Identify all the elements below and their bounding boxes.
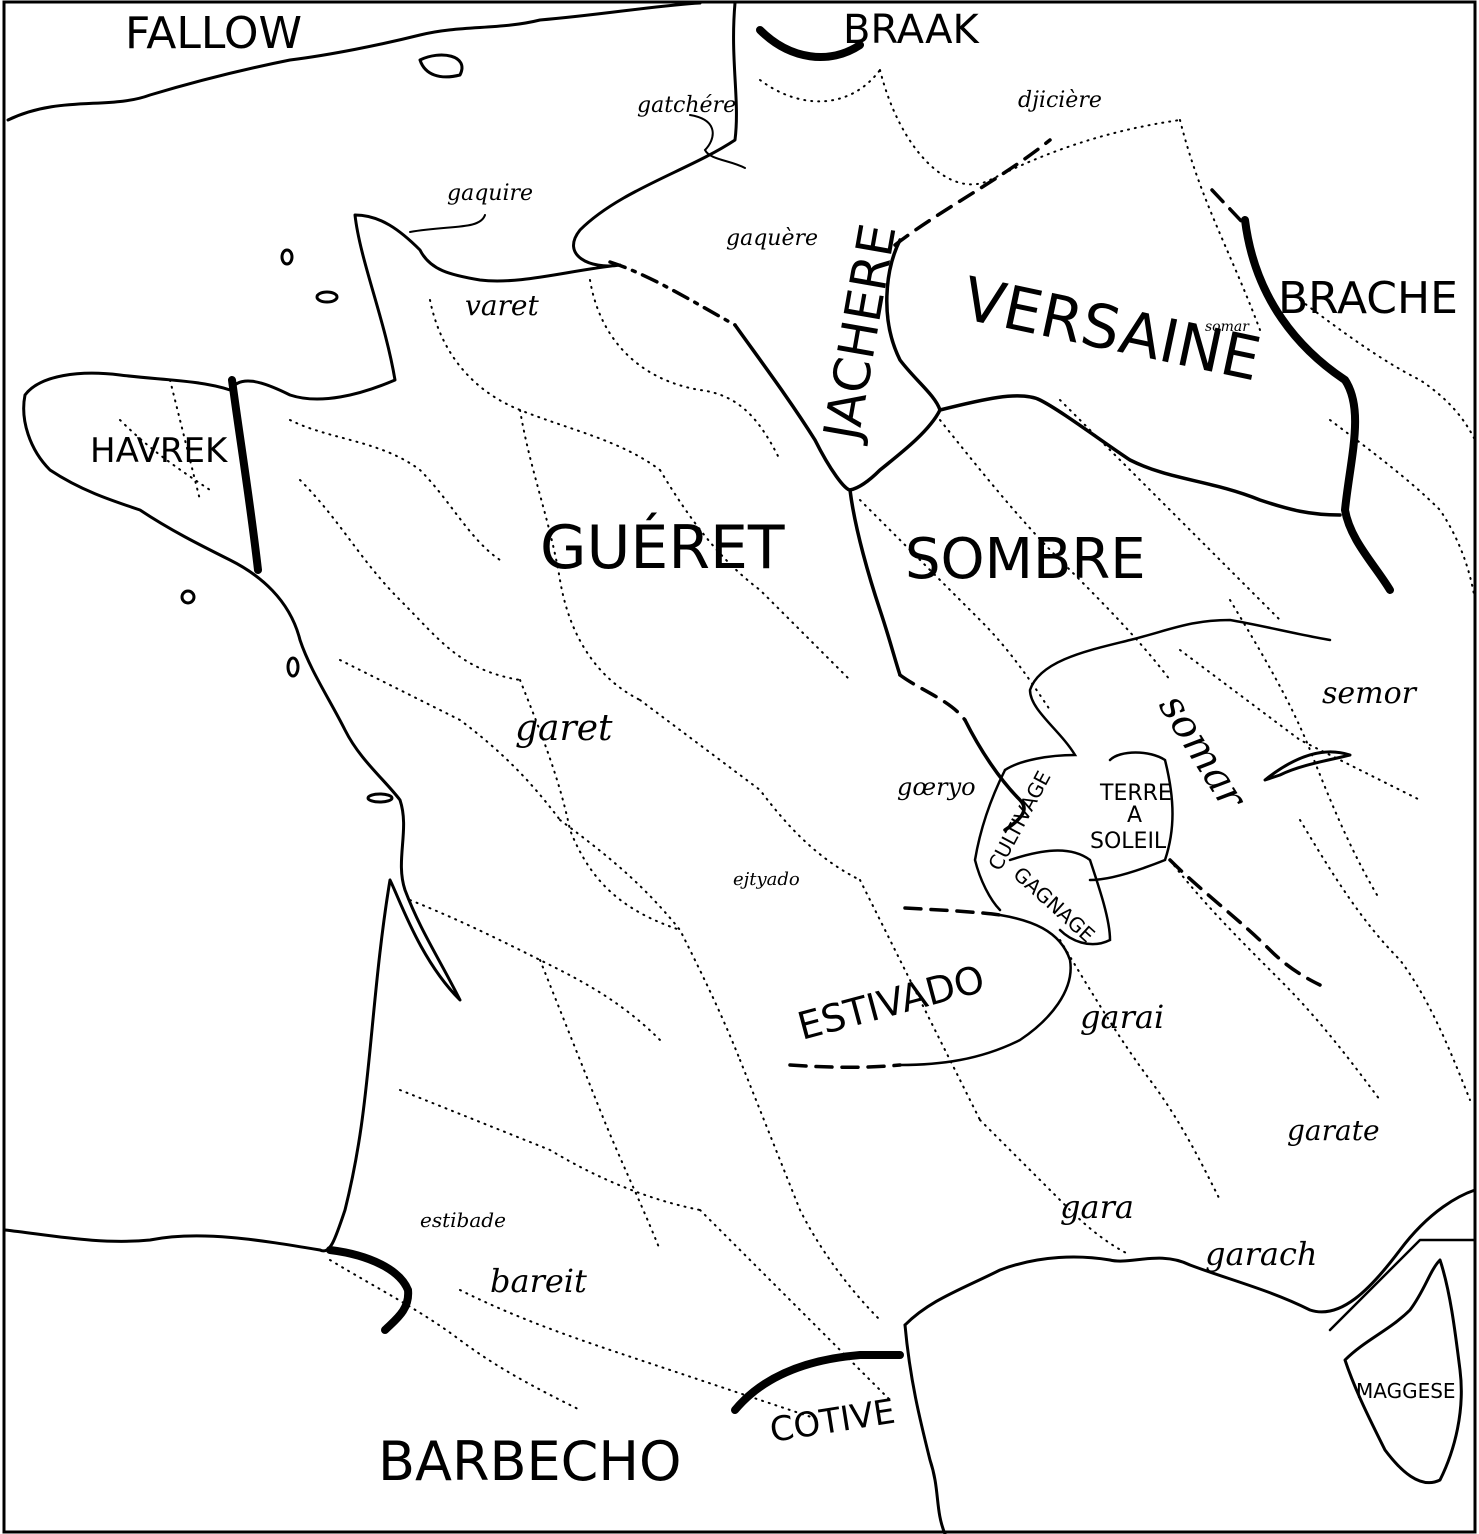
island-jersey [315, 290, 339, 304]
gagnage-inner-boundary [1008, 849, 1112, 946]
mediterranean-coastline [903, 1188, 1477, 1327]
britain-coastline [6, 1, 702, 122]
label-garate: garate [1287, 1114, 1380, 1147]
brache-boundary [1241, 216, 1394, 594]
pyrenees-border [903, 1323, 947, 1534]
label-sombre: SOMBRE [905, 527, 1146, 592]
label-djiciere: djicière [1018, 88, 1102, 113]
label-fallow: FALLOW [125, 8, 302, 59]
label-goeryo: gœryo [897, 773, 976, 801]
gagnage-boundary [898, 913, 1072, 1067]
gaquire-arrow [409, 214, 486, 233]
estivado-north-dashed [903, 906, 1002, 917]
versaine-sombre-boundary [938, 394, 1342, 517]
label-bareit: bareit [490, 1262, 587, 1300]
somar-boundary [1003, 618, 1332, 772]
label-garet: garet [515, 708, 613, 749]
label-havrek: HAVREK [90, 431, 229, 471]
island-noirmoutier [286, 656, 300, 678]
department-boundaries [119, 69, 1476, 1421]
somar-garai-dashed [1168, 858, 1322, 987]
label-a: A [1127, 803, 1142, 828]
gatchere-arrow [689, 114, 746, 169]
versaine-north-dashed [893, 138, 1052, 247]
label-somar-small: somar [1205, 319, 1250, 335]
label-brache: BRACHE [1278, 273, 1458, 324]
label-semor: semor [1322, 676, 1418, 711]
havrek-boundary [228, 376, 262, 574]
label-gueret: GUÉRET [540, 511, 785, 583]
label-terre: TERRE [1099, 781, 1172, 806]
france-coastline [3, 1, 738, 1253]
corsica-inset-frame [1328, 1238, 1477, 1332]
island-re [366, 792, 394, 804]
label-gagnage: GAGNAGE [1009, 862, 1100, 947]
lake-geneva [1263, 750, 1352, 782]
braak-boundary [756, 26, 864, 61]
label-barbecho: BARBECHO [378, 1430, 682, 1493]
sombre-south-dashed [898, 673, 967, 722]
label-varet: varet [465, 289, 539, 322]
basque-boundary [326, 1246, 413, 1334]
versaine-west-boundary [848, 238, 942, 492]
estivado-south-dashed [788, 1063, 902, 1069]
label-soleil: SOLEIL [1090, 829, 1167, 854]
label-cotive: COTIVE [767, 1392, 898, 1451]
label-gara: gara [1060, 1188, 1134, 1226]
label-braak: BRAAK [843, 7, 980, 53]
cotive-boundary [731, 1351, 904, 1414]
terre-a-soleil-boundary [1088, 751, 1174, 882]
label-gatchere: gatchére [637, 93, 736, 118]
label-estivado: ESTIVADO [793, 957, 989, 1049]
corsica-island [1343, 1258, 1463, 1485]
label-garach: garach [1205, 1235, 1317, 1273]
label-gaquire: gaquire [447, 181, 533, 206]
label-eityado: ejtyado [733, 869, 800, 890]
label-estibade: estibade [420, 1208, 506, 1232]
jachere-west-boundary [608, 260, 737, 327]
island-guernsey [280, 248, 294, 266]
isle-of-wight [418, 53, 464, 79]
sombre-south-boundary [963, 718, 1026, 832]
label-gaquere: gaquère [726, 226, 818, 251]
cultivage-boundary [973, 768, 1007, 912]
island-belle-ile [180, 589, 196, 605]
brache-dashed [1210, 188, 1247, 227]
label-garai: garai [1080, 998, 1164, 1036]
label-jachere: JACHERE [812, 220, 907, 447]
label-maggese: MAGGESE [1356, 1379, 1456, 1403]
